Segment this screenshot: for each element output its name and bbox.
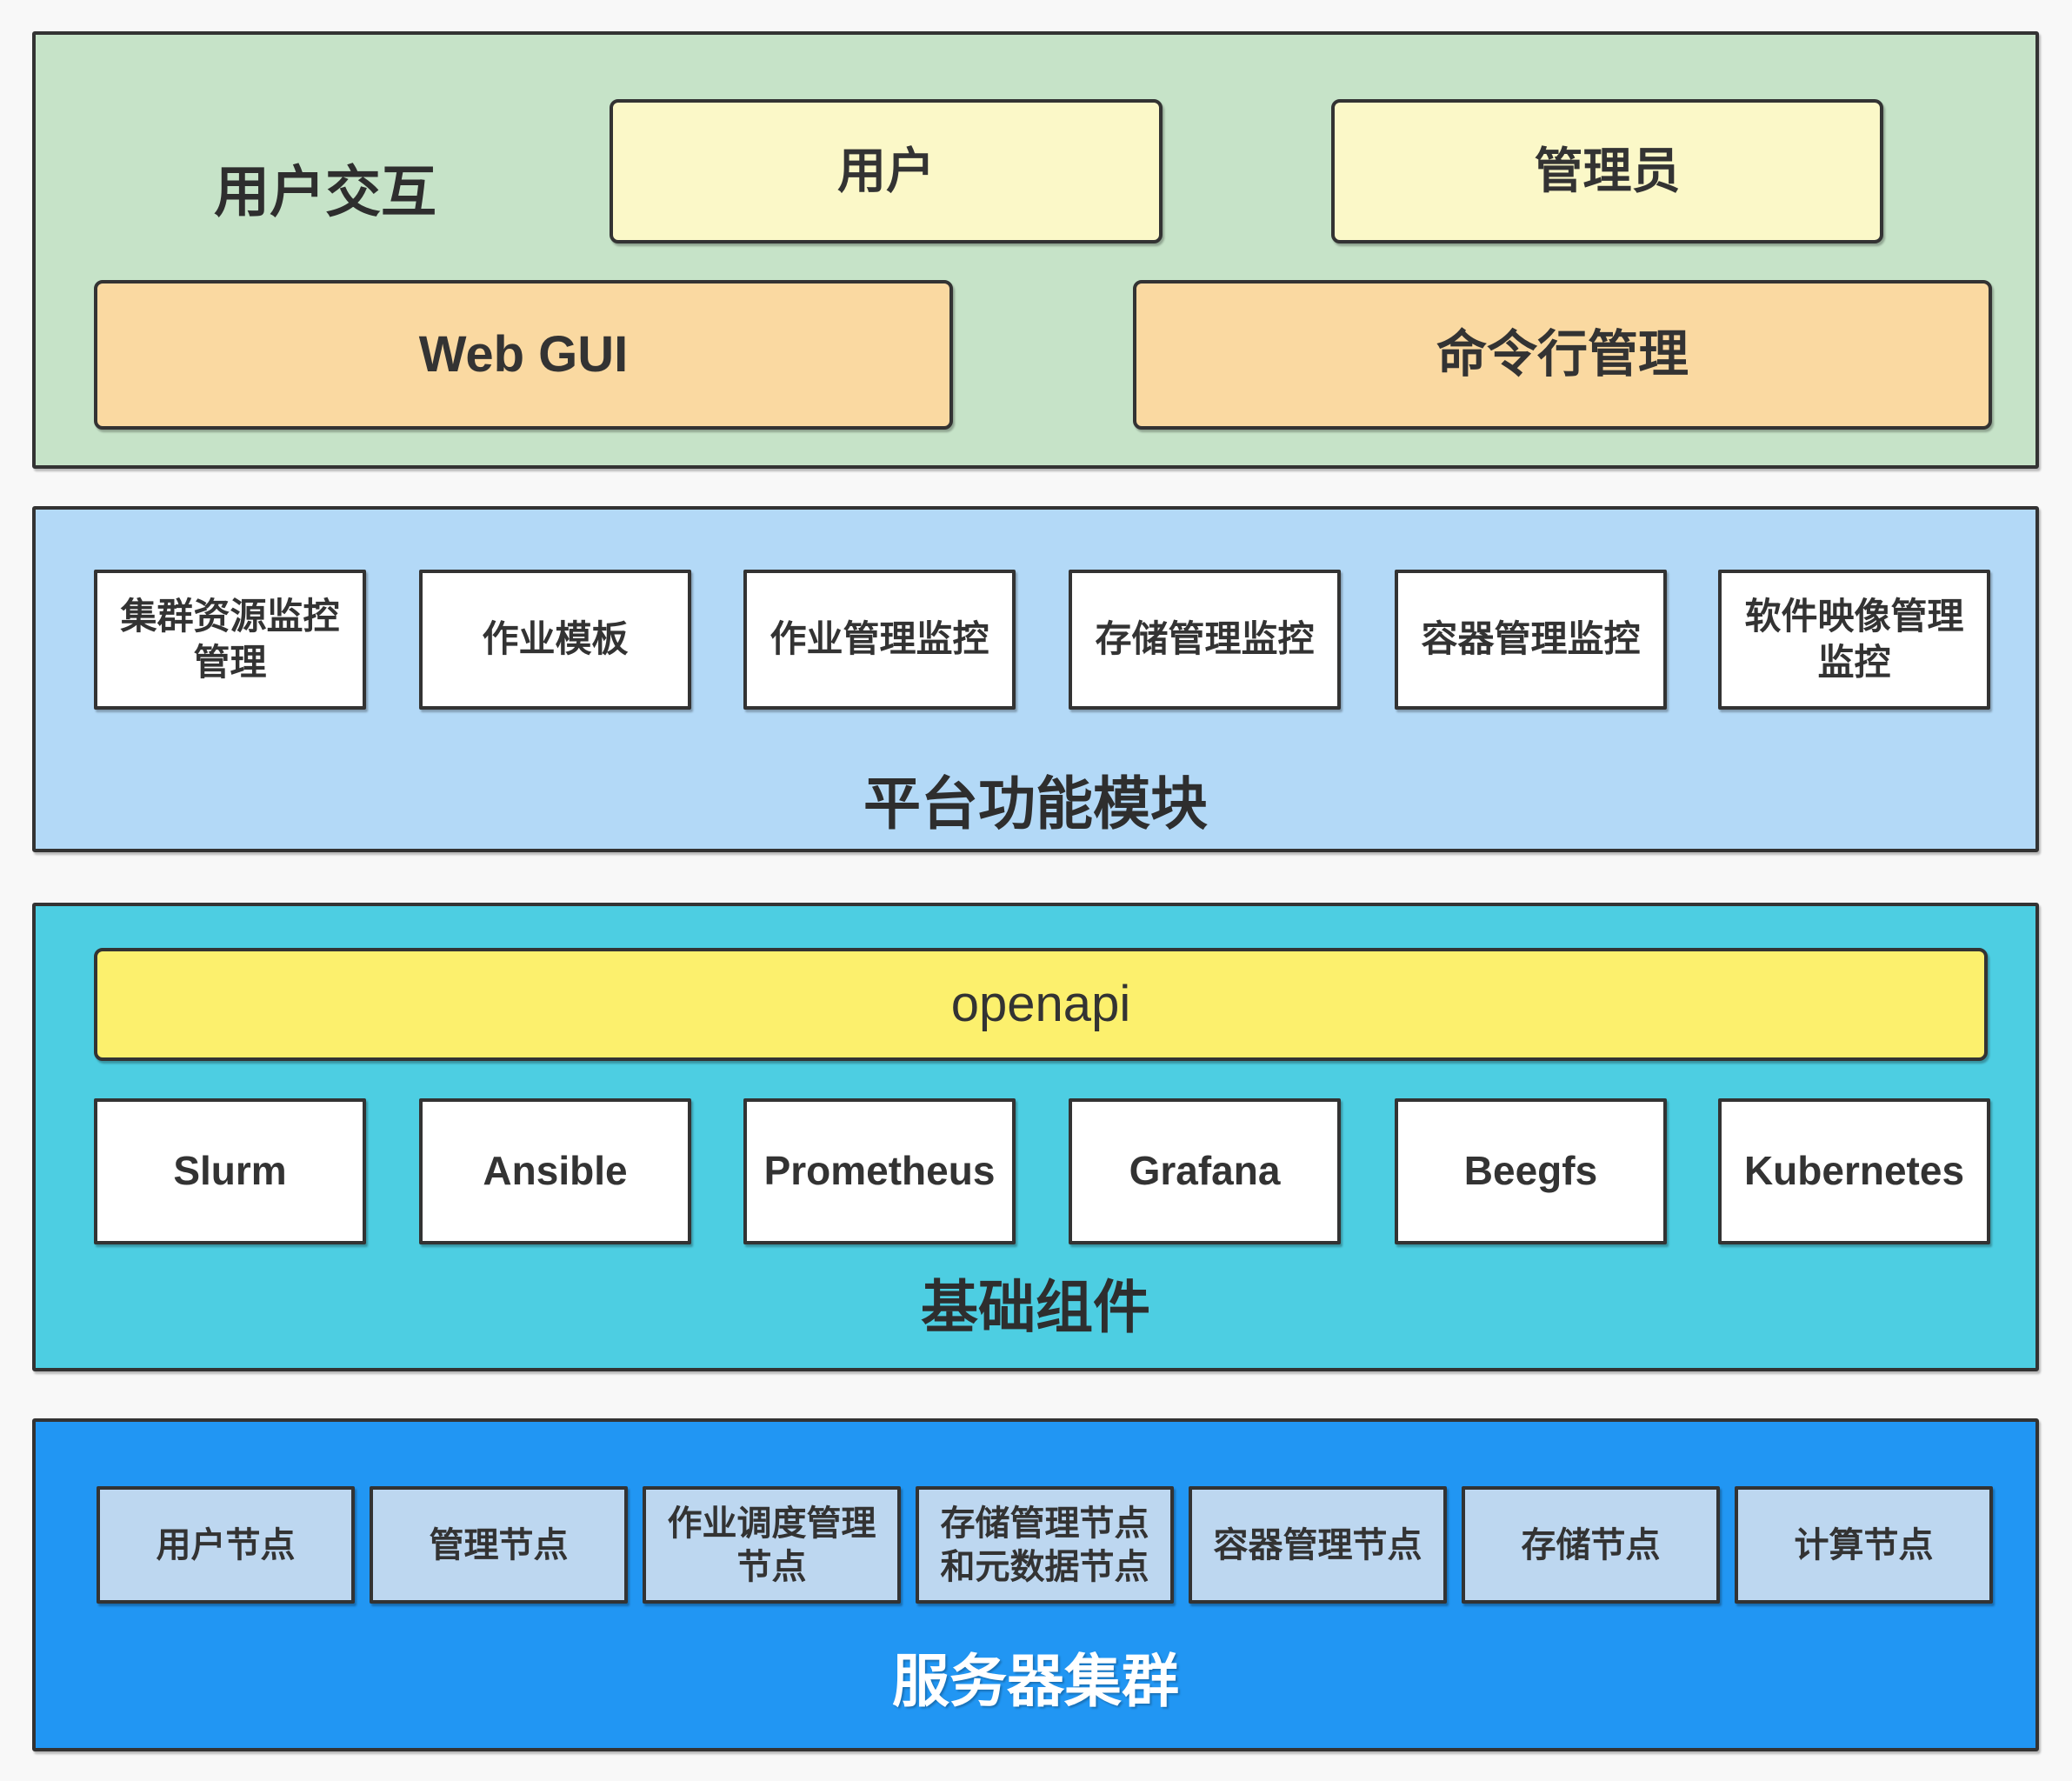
layer-basic-components: openapi Slurm Ansible Prometheus Grafana… bbox=[32, 903, 2039, 1371]
box-web-gui: Web GUI bbox=[94, 280, 953, 430]
component-grafana: Grafana bbox=[1069, 1098, 1341, 1244]
module-container-management-monitoring: 容器管理监控 bbox=[1395, 570, 1667, 710]
layer-label-server-cluster: 服务器集群 bbox=[36, 1635, 2035, 1718]
box-cli-management: 命令行管理 bbox=[1133, 280, 1992, 430]
box-user: 用户 bbox=[610, 99, 1163, 243]
node-compute: 计算节点 bbox=[1735, 1486, 1993, 1604]
node-job-scheduling-management: 作业调度管理 节点 bbox=[643, 1486, 901, 1604]
component-slurm: Slurm bbox=[94, 1098, 366, 1244]
openapi-bar: openapi bbox=[94, 948, 1988, 1061]
module-job-template: 作业模板 bbox=[419, 570, 691, 710]
component-prometheus: Prometheus bbox=[743, 1098, 1016, 1244]
module-job-management-monitoring: 作业管理监控 bbox=[743, 570, 1016, 710]
module-cluster-resource-monitoring: 集群资源监控 管理 bbox=[94, 570, 366, 710]
layer-server-cluster: 用户节点 管理节点 作业调度管理 节点 存储管理节点 和元数据节点 容器管理节点… bbox=[32, 1418, 2039, 1751]
box-administrator: 管理员 bbox=[1331, 99, 1883, 243]
component-ansible: Ansible bbox=[419, 1098, 691, 1244]
layer-platform-modules: 集群资源监控 管理 作业模板 作业管理监控 存储管理监控 容器管理监控 软件映像… bbox=[32, 506, 2039, 852]
layer-label-user-interaction: 用户交互 bbox=[214, 148, 436, 228]
node-storage-management-and-metadata: 存储管理节点 和元数据节点 bbox=[916, 1486, 1174, 1604]
component-kubernetes: Kubernetes bbox=[1718, 1098, 1990, 1244]
component-beegfs: Beegfs bbox=[1395, 1098, 1667, 1244]
layer-label-platform-modules: 平台功能模块 bbox=[36, 757, 2035, 841]
module-software-image-management-monitoring: 软件映像管理 监控 bbox=[1718, 570, 1990, 710]
node-container-management: 容器管理节点 bbox=[1189, 1486, 1447, 1604]
node-management: 管理节点 bbox=[370, 1486, 628, 1604]
node-storage: 存储节点 bbox=[1462, 1486, 1720, 1604]
module-storage-management-monitoring: 存储管理监控 bbox=[1069, 570, 1341, 710]
layer-user-interaction: 用户交互 用户 管理员 Web GUI 命令行管理 bbox=[32, 31, 2039, 469]
node-user: 用户节点 bbox=[97, 1486, 355, 1604]
layer-label-basic-components: 基础组件 bbox=[36, 1261, 2035, 1344]
